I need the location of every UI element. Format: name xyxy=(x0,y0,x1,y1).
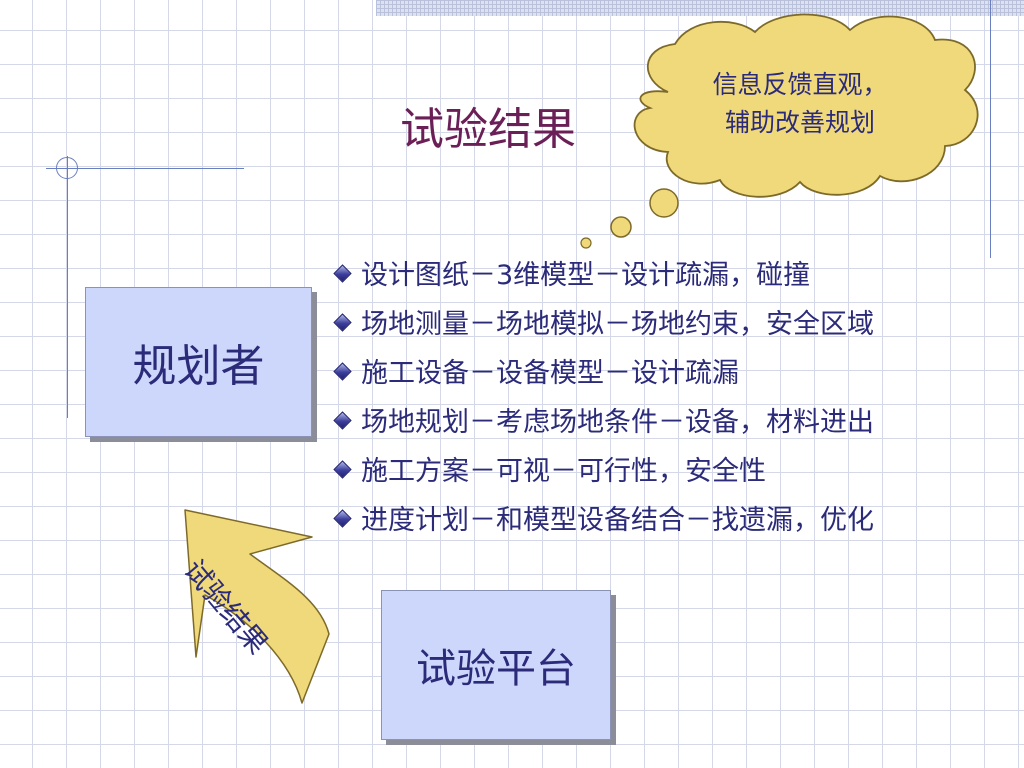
test-platform-box: 试验平台 xyxy=(381,590,611,740)
vertical-rule-left xyxy=(67,156,68,418)
diamond-bullet-icon xyxy=(333,509,352,528)
diamond-bullet-icon xyxy=(333,313,352,332)
thought-bubble-cloud xyxy=(633,13,979,198)
thought-bubble-line2: 辅助改善规划 xyxy=(724,108,875,137)
planner-box: 规划者 xyxy=(85,287,312,437)
bullet-item: 场地测量－场地模拟－场地约束，安全区域 xyxy=(332,300,874,349)
bullet-item: 进度计划－和模型设备结合－找遗漏，优化 xyxy=(332,496,874,545)
bullet-list: 设计图纸－3维模型－设计疏漏，碰撞 场地测量－场地模拟－场地约束，安全区域 施工… xyxy=(332,251,874,545)
bullet-text: 施工设备－设备模型－设计疏漏 xyxy=(361,358,739,389)
circle-marker xyxy=(56,157,78,179)
thought-bubble-text: 信息反馈直观， 辅助改善规划 xyxy=(680,66,920,142)
bullet-text: 场地测量－场地模拟－场地约束，安全区域 xyxy=(361,309,874,340)
diamond-bullet-icon xyxy=(333,264,352,283)
bullet-text: 场地规划－考虑场地条件－设备，材料进出 xyxy=(361,407,874,438)
bullet-text: 设计图纸－3维模型－设计疏漏，碰撞 xyxy=(361,260,811,291)
diamond-bullet-icon xyxy=(333,362,352,381)
bullet-item: 施工设备－设备模型－设计疏漏 xyxy=(332,349,874,398)
thought-dot-small xyxy=(580,237,592,249)
thought-dot-medium xyxy=(610,216,632,238)
bullet-item: 场地规划－考虑场地条件－设备，材料进出 xyxy=(332,398,874,447)
bullet-text: 施工方案－可视－可行性，安全性 xyxy=(361,456,766,487)
bullet-text: 进度计划－和模型设备结合－找遗漏，优化 xyxy=(361,505,874,536)
diamond-bullet-icon xyxy=(333,460,352,479)
vertical-rule-right xyxy=(990,0,991,258)
top-decorative-band xyxy=(376,0,1024,16)
diamond-bullet-icon xyxy=(333,411,352,430)
thought-bubble-line1: 信息反馈直观， xyxy=(712,70,888,99)
slide-title: 试验结果 xyxy=(400,104,576,155)
bullet-item: 施工方案－可视－可行性，安全性 xyxy=(332,447,874,496)
curved-arrow-shape xyxy=(184,509,330,704)
thought-dot-large xyxy=(649,188,679,218)
bullet-item: 设计图纸－3维模型－设计疏漏，碰撞 xyxy=(332,251,874,300)
horizontal-rule xyxy=(46,168,244,169)
